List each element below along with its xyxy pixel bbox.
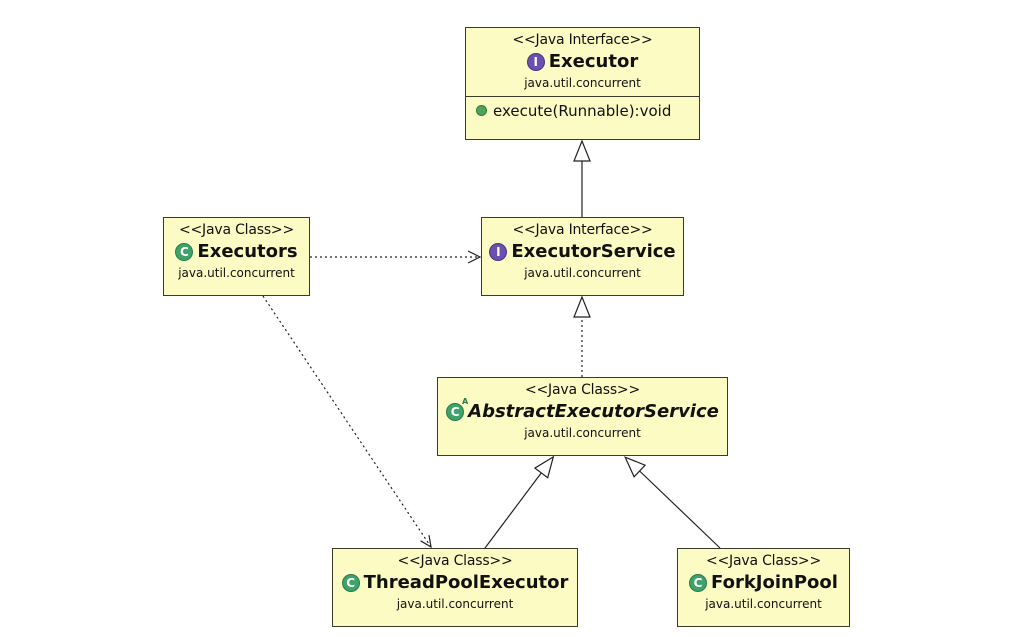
open-arrowhead (420, 535, 432, 549)
package-label: java.util.concurrent (705, 597, 822, 611)
hollow-arrowhead (624, 456, 647, 478)
class-name: Executors (197, 241, 298, 262)
public-method-icon (476, 105, 487, 116)
open-arrowhead (467, 250, 482, 264)
compartment-divider (466, 96, 699, 97)
class-name: ForkJoinPool (711, 572, 838, 593)
class-name: AbstractExecutorService (468, 401, 719, 422)
class-badge-icon: C (175, 243, 194, 261)
hollow-arrowhead (573, 295, 591, 318)
method-row[interactable]: execute(Runnable):void (466, 97, 699, 124)
stereotype-label: <<Java Interface>> (512, 222, 653, 238)
edge-threadpoolexecutor-extends-abstract (484, 472, 542, 549)
class-name: Executor (548, 51, 639, 72)
class-name-row: CAbstractExecutorService (438, 398, 727, 423)
class-name: ThreadPoolExecutor (363, 572, 569, 593)
hollow-arrowhead (533, 455, 555, 479)
method-signature: execute(Runnable):void (493, 102, 672, 120)
package-label: java.util.concurrent (178, 266, 295, 280)
package-label: java.util.concurrent (396, 597, 514, 611)
stereotype-label: <<Java Class>> (179, 222, 294, 238)
stereotype-label: <<Java Class>> (706, 553, 821, 569)
abstract-class-badge-icon: C (446, 398, 468, 421)
package-label: java.util.concurrent (524, 76, 641, 90)
stereotype-label: <<Java Class>> (397, 553, 513, 569)
package-label: java.util.concurrent (524, 426, 641, 440)
class-box-abstractexecutorservice[interactable]: <<Java Class>> CAbstractExecutorService … (437, 377, 728, 456)
package-label: java.util.concurrent (524, 266, 641, 280)
interface-badge-icon: I (489, 243, 508, 261)
class-name: ExecutorService (511, 241, 676, 262)
class-badge-icon: C (341, 574, 360, 592)
class-badge-icon: C (689, 574, 708, 592)
edge-executors-uses-threadpoolexecutor (262, 295, 432, 548)
stereotype-label: <<Java Class>> (525, 382, 640, 398)
hollow-arrowhead (573, 139, 591, 162)
interface-badge-icon: I (526, 53, 545, 71)
edge-forkjoinpool-extends-abstract (639, 470, 721, 549)
stereotype-label: <<Java Interface>> (512, 32, 653, 48)
